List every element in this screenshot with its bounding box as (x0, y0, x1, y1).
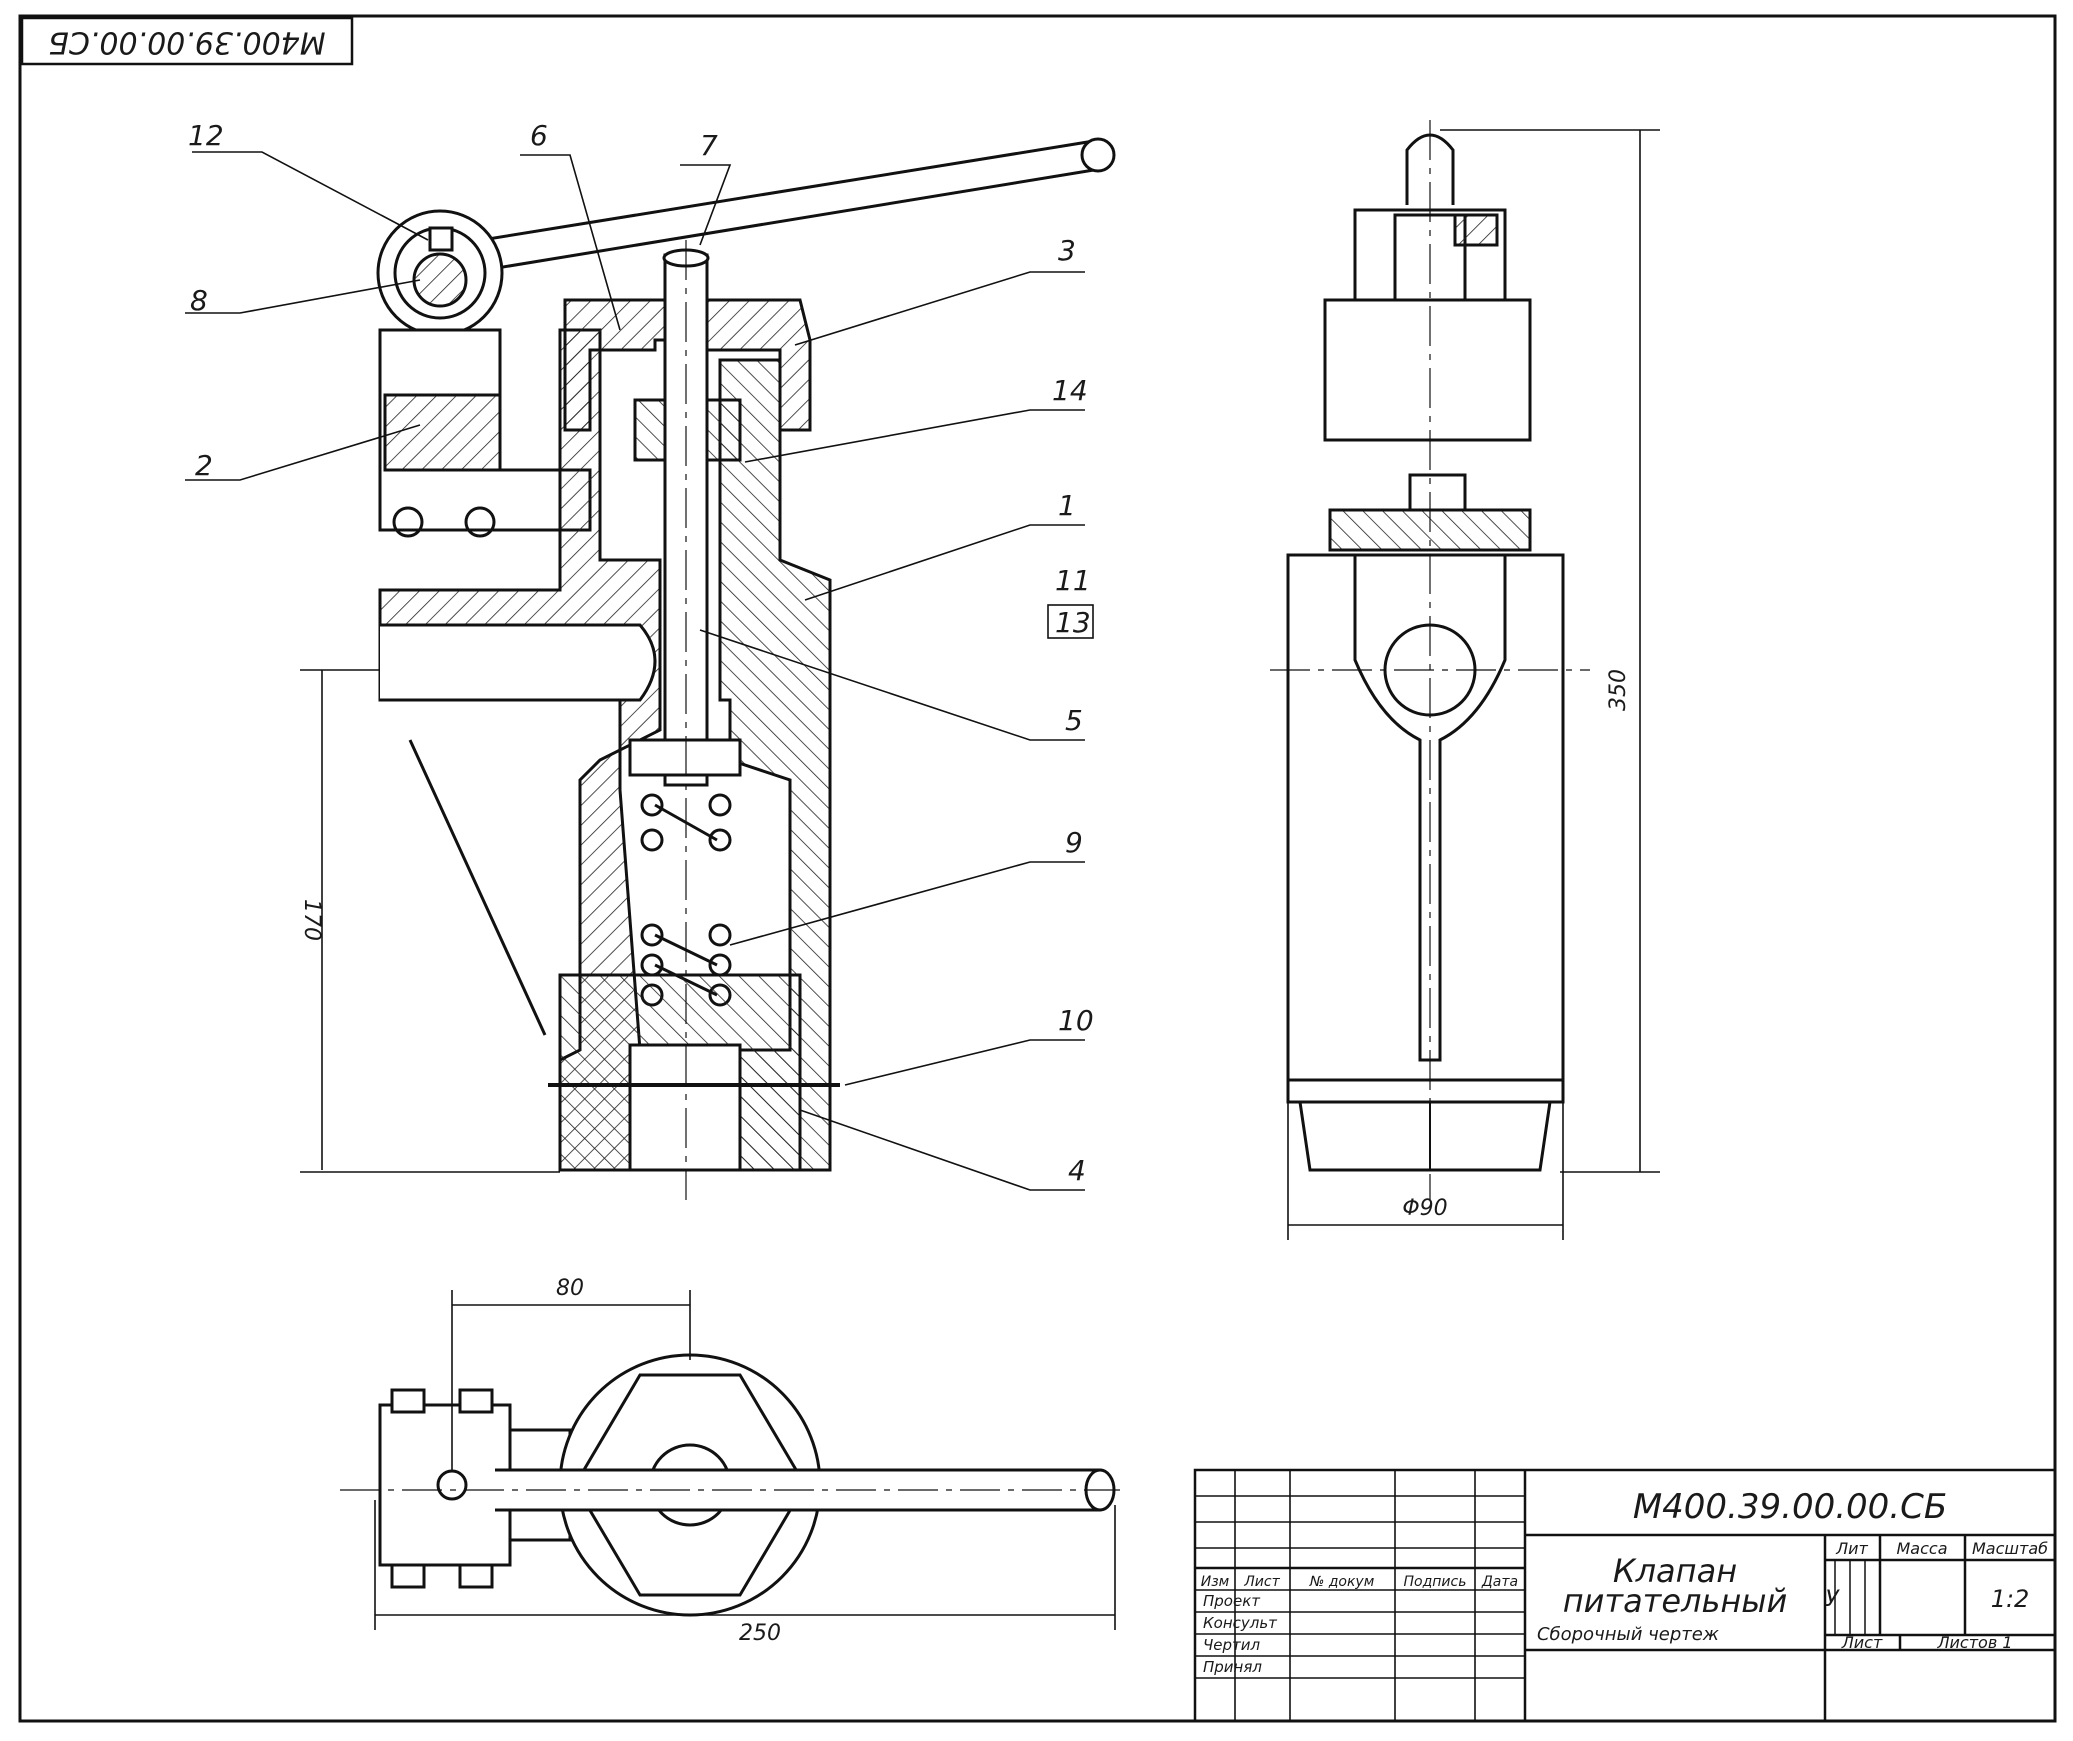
top-bolt-2 (458, 1388, 494, 1414)
pos-9: 9 (1065, 826, 1083, 859)
side-gasket (1286, 1078, 1565, 1104)
dimension-d90 (1287, 1080, 1564, 1240)
tb-scale-label: Масштаб (1972, 1539, 2048, 1558)
tb-col-date: Дата (1481, 1574, 1518, 1590)
pos-12: 12 (188, 119, 224, 152)
dimension-350 (1440, 129, 1660, 1173)
dim-170-label: 170 (299, 899, 324, 941)
pos-7: 7 (700, 129, 718, 162)
plug-bore (628, 1043, 742, 1172)
tb-row-proekt: Проект (1203, 1592, 1261, 1610)
tb-mass-label: Масса (1896, 1539, 1947, 1558)
top-bolt-4 (458, 1563, 494, 1589)
top-bolt-3 (390, 1563, 426, 1589)
valve-disc (628, 738, 742, 777)
side-nut-hatch (1453, 213, 1499, 247)
dimension-250 (374, 1500, 1116, 1630)
dim-d90-label: Φ90 (1402, 1196, 1447, 1221)
tb-col-izm: Изм (1201, 1574, 1230, 1590)
pos-1: 1 (1058, 489, 1076, 522)
tb-sheets-label: Листов 1 (1936, 1633, 2012, 1652)
side-washer (1408, 473, 1467, 512)
corner-stamp-code: М400.39.00.00.СБ (48, 25, 325, 60)
pin-axle (412, 252, 468, 308)
tb-code: М400.39.00.00.СБ (1633, 1487, 1947, 1527)
tb-scale-value: 1:2 (1991, 1585, 2030, 1613)
tb-lit-value: У (1825, 1587, 1840, 1612)
tb-doc-type: Сборочный чертеж (1537, 1624, 1720, 1645)
support-rib (408, 739, 547, 1036)
tb-row-prinyal: Принял (1203, 1658, 1262, 1676)
title-block (1193, 1468, 2057, 1723)
side-hex (1298, 1100, 1552, 1172)
dim-250-label: 250 (739, 1621, 781, 1646)
dim-80-label: 80 (556, 1276, 584, 1301)
pos-2: 2 (195, 449, 213, 482)
tb-col-sign: Подпись (1404, 1574, 1467, 1590)
pos-6: 6 (530, 119, 548, 152)
key-pin (428, 226, 454, 252)
top-clevis (378, 1403, 512, 1567)
dim-350-label: 350 (1606, 669, 1631, 711)
spring (640, 793, 732, 1007)
inlet-channel (380, 623, 657, 702)
pos-5: 5 (1065, 704, 1083, 737)
pos-3: 3 (1058, 234, 1076, 267)
pos-11: 11 (1055, 564, 1091, 597)
front-leaders (185, 151, 1085, 1191)
pos-13: 13 (1055, 606, 1091, 639)
corner-stamp: М400.39.00.00.СБ (20, 16, 354, 66)
tb-row-konsult: Консульт (1203, 1614, 1278, 1632)
lever-handle (417, 138, 1108, 280)
dimension-80 (451, 1290, 691, 1470)
top-pin-hole (436, 1469, 468, 1501)
tb-name-line2: питательный (1563, 1582, 1788, 1620)
front-section-view (376, 137, 1116, 1200)
tb-lit-label: Лит (1835, 1539, 1868, 1558)
side-view (1270, 120, 1590, 1200)
drawing-frame (18, 14, 2057, 1723)
pos-8: 8 (190, 284, 208, 317)
dimension-170 (300, 669, 560, 1173)
tb-col-doc: № докум (1309, 1574, 1375, 1590)
top-bolt-1 (390, 1388, 426, 1414)
lever-tip (1080, 137, 1116, 173)
top-view (340, 1353, 1120, 1617)
pos-10: 10 (1058, 1004, 1094, 1037)
tb-col-list: Лист (1243, 1574, 1280, 1590)
tb-row-chertil: Чертил (1203, 1636, 1261, 1654)
pos-4: 4 (1068, 1154, 1086, 1187)
tb-name-line1: Клапан (1613, 1552, 1737, 1590)
bracket-hole-2 (464, 506, 496, 538)
position-numbers: 12 6 7 8 3 2 14 1 5 9 10 4 11 13 (188, 119, 1094, 1187)
bracket-hole-1 (392, 506, 424, 538)
side-bracket (1323, 298, 1532, 442)
tb-sheet-label: Лист (1841, 1633, 1883, 1652)
pos-14: 14 (1052, 374, 1088, 407)
bracket-block (383, 393, 502, 472)
title-block-text: М400.39.00.00.СБ Клапан питательный Сбор… (1201, 1487, 2048, 1676)
